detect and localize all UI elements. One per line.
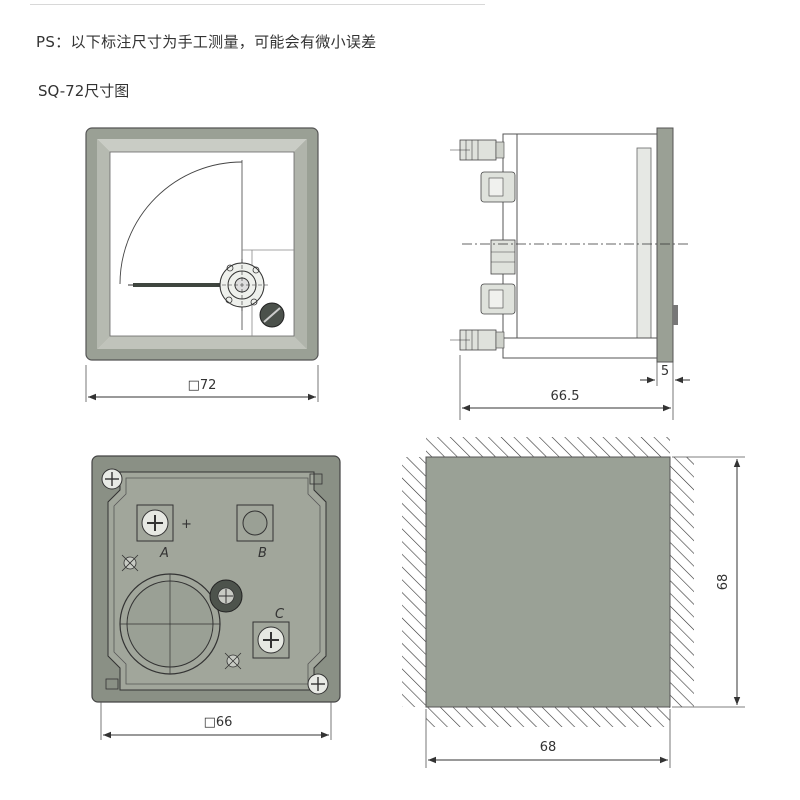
- terminal-c-label: C: [275, 607, 285, 622]
- terminal-c: [252, 621, 290, 659]
- terminal-b-label: B: [258, 546, 267, 561]
- side-body: [515, 133, 658, 359]
- small-screw-2: [224, 652, 242, 670]
- model-title: SQ-72尺寸图: [38, 82, 130, 100]
- small-screw-1: [121, 554, 139, 572]
- panel-cutout-view: 68 68: [402, 437, 745, 768]
- front-view: □72: [85, 127, 319, 402]
- side-bezel: [656, 127, 674, 363]
- rear-view: + A B: [91, 455, 341, 740]
- rear-width-dimension: □66: [204, 715, 233, 730]
- terminal-a: [136, 504, 174, 542]
- side-view: 5 66.5: [450, 127, 690, 420]
- depth-dimension: 66.5: [551, 389, 580, 404]
- cutout-opening: [425, 456, 671, 708]
- top-divider: [30, 4, 485, 5]
- cutout-width-dimension: 68: [540, 740, 557, 755]
- terminal-b: [236, 504, 274, 542]
- front-width-dimension: □72: [188, 378, 217, 393]
- meter-dial-face: [109, 151, 295, 337]
- terminal-a-label: A: [159, 546, 169, 561]
- corner-screw-br: [307, 673, 329, 695]
- rear-knob: [209, 579, 243, 613]
- scale-arc: [119, 161, 243, 285]
- movement-cylinder: [119, 573, 221, 675]
- meter-pointer: [133, 283, 241, 287]
- measurement-note: PS：以下标注尺寸为手工测量，可能会有微小误差: [36, 33, 377, 51]
- plus-sign: +: [181, 517, 192, 532]
- bezel-thickness-dimension: 5: [661, 364, 669, 379]
- cutout-height-dimension: 68: [716, 574, 731, 591]
- corner-screw-tl: [101, 468, 123, 490]
